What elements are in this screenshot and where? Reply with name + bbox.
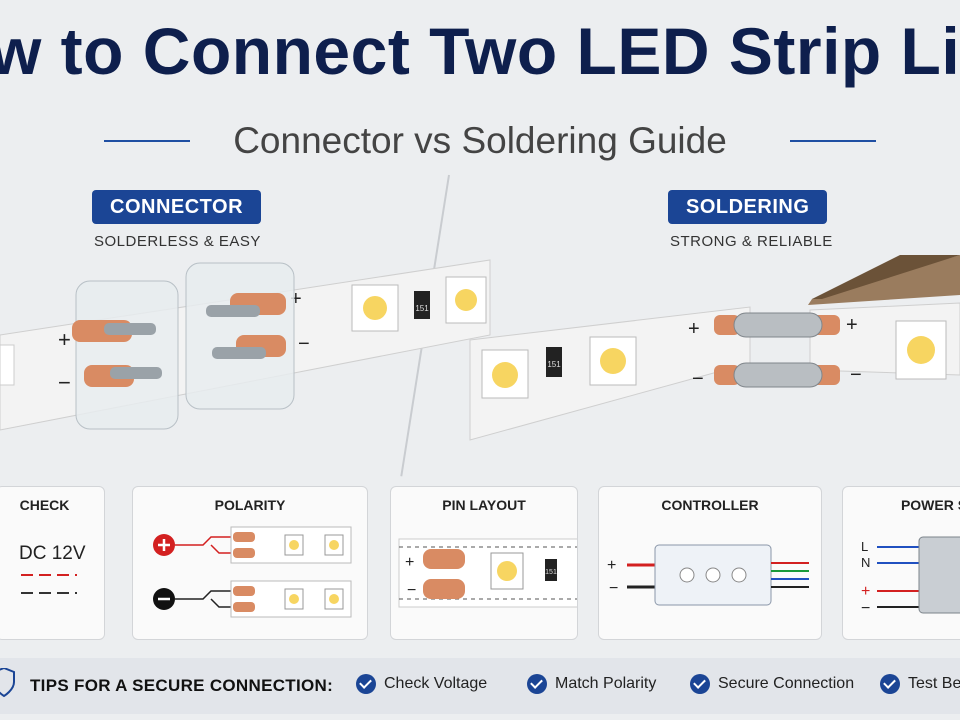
left-minus-label-2: − [298,333,310,355]
right-resistor-code: 151 [547,360,561,369]
card-pin-layout-diagram: 151 + − [398,538,577,608]
pin-plus-label: + [405,554,414,571]
right-minus-label: − [692,368,704,390]
tip-text: Test Be [908,675,960,692]
card-power-supply-diagram: L N + − [861,536,960,617]
tips-label: TIPS FOR A SECURE CONNECTION: [30,676,334,695]
right-led-strip: 151 + − + − [469,302,960,441]
card-polarity-diagram [153,526,352,618]
tip-text: Check Voltage [384,675,488,692]
controller-minus-label: − [609,580,618,597]
pin-resistor-code: 151 [545,569,557,576]
soldering-iron [808,255,960,305]
strip-scene: 151 + − + − 151 + − + [0,255,960,441]
connector-tagline: SOLDERLESS & EASY [94,233,261,250]
tip-test: Test Be [880,674,960,694]
strip-connector [72,262,295,430]
check-icon [690,674,710,694]
card-check-title: CHECK [19,497,70,513]
power-minus-label: − [861,600,870,617]
card-controller-title: CONTROLLER [661,497,759,513]
right-minus-label-2: − [850,364,862,386]
card-pin-layout-title: PIN LAYOUT [442,497,526,513]
left-plus-label-2: + [290,288,302,310]
controller-plus-label: + [607,557,616,574]
check-icon [356,674,376,694]
tip-secure-connection: Secure Connection [690,674,854,694]
card-check: CHECK DC 12V [0,486,105,640]
soldering-tagline: STRONG & RELIABLE [670,233,833,250]
tip-text: Secure Connection [718,675,855,692]
card-check-wires [21,574,77,594]
page-title: w to Connect Two LED Strip Lig [0,14,960,88]
tip-check-voltage: Check Voltage [356,674,487,694]
soldering-badge: SOLDERING [668,190,828,224]
connector-badge: CONNECTOR [92,190,262,224]
left-minus-label: − [58,370,71,395]
card-pin-layout: PIN LAYOUT 151 + − [390,486,578,640]
left-plus-label: + [58,327,71,352]
right-plus-label-2: + [846,314,858,336]
power-l-label: L [861,539,868,554]
subtitle-rule-left [104,140,190,142]
tip-text: Match Polarity [555,675,657,692]
left-resistor-code: 151 [415,304,429,313]
card-controller: CONTROLLER + − [598,486,822,640]
power-n-label: N [861,555,870,570]
card-check-voltage: DC 12V [19,543,86,564]
pin-minus-label: − [407,582,416,599]
power-plus-label: + [861,583,870,600]
card-controller-diagram: + − [607,544,809,606]
subtitle-rule-right [790,140,876,142]
tip-match-polarity: Match Polarity [527,674,656,694]
card-power-supply: POWER S L N + − [842,486,960,640]
check-icon [880,674,900,694]
shield-icon [0,668,15,698]
subtitle-row: Connector vs Soldering Guide [0,116,960,166]
page-subtitle: Connector vs Soldering Guide [233,120,727,161]
check-icon [527,674,547,694]
tips-bar: TIPS FOR A SECURE CONNECTION: Check Volt… [0,658,960,714]
card-polarity-title: POLARITY [214,497,286,513]
right-plus-label: + [688,318,700,340]
card-polarity: POLARITY [132,486,368,640]
card-power-supply-title: POWER S [900,497,960,513]
